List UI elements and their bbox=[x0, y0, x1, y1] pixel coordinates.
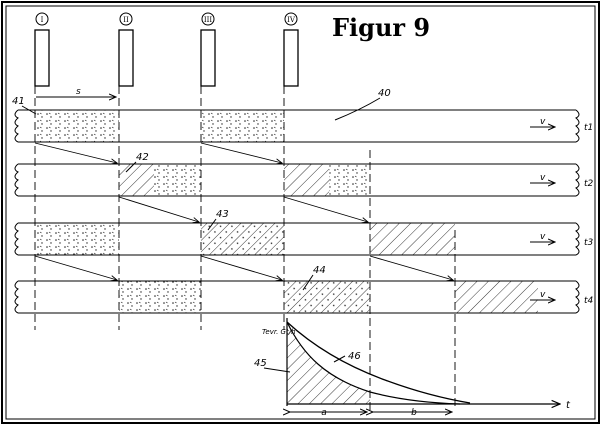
distance-label: s bbox=[76, 87, 81, 97]
lane-3-segment-3 bbox=[370, 223, 455, 255]
area-a bbox=[287, 322, 370, 404]
station-IV-label: IV bbox=[287, 16, 296, 24]
ref-46: 46 bbox=[348, 351, 361, 362]
lane-3-segment-2 bbox=[201, 223, 284, 255]
lane-1-time: t1 bbox=[584, 123, 593, 133]
station-III: III bbox=[200, 12, 216, 87]
lane-1: v t1 bbox=[14, 109, 593, 143]
lane-1-segment-1 bbox=[35, 110, 119, 142]
lane-4: v t4 bbox=[14, 280, 594, 314]
inner-border bbox=[5, 5, 596, 420]
segment-b-label: b bbox=[411, 408, 417, 418]
lane-2-segment-1a bbox=[119, 164, 154, 196]
station-II-label: II bbox=[123, 16, 129, 24]
curve-46 bbox=[286, 321, 471, 404]
lane-3-velocity: v bbox=[540, 232, 546, 242]
curve-45 bbox=[286, 321, 461, 405]
lane-4-velocity: v bbox=[540, 290, 546, 300]
lane-2-velocity: v bbox=[540, 173, 546, 183]
ref-45: 45 bbox=[254, 358, 267, 369]
station-II: II bbox=[118, 12, 134, 87]
lane-4-segment-1 bbox=[119, 281, 201, 313]
ref-40: 40 bbox=[378, 88, 391, 99]
lane-1-velocity: v bbox=[540, 117, 546, 127]
x-axis-label: t bbox=[566, 400, 571, 411]
lane-3-segment-1 bbox=[35, 223, 119, 255]
lane-2-segment-2a bbox=[284, 164, 329, 196]
ref-44: 44 bbox=[313, 265, 326, 276]
lane-4-segment-3 bbox=[455, 281, 538, 313]
y-axis-label: Tevr. Gt/h bbox=[262, 328, 296, 336]
lane-2-time: t2 bbox=[584, 179, 594, 189]
transfer-arrows bbox=[34, 142, 453, 280]
lane-3-time: t3 bbox=[584, 238, 594, 248]
decay-graph: Tevr. Gt/h t 45 46 a b bbox=[254, 318, 571, 418]
ref-41: 41 bbox=[12, 96, 25, 107]
lane-4-segment-2 bbox=[284, 281, 370, 313]
ref-42: 42 bbox=[136, 152, 149, 163]
ref-43: 43 bbox=[216, 209, 229, 220]
station-IV: IV bbox=[283, 12, 299, 87]
station-III-label: III bbox=[204, 16, 213, 24]
segment-a-label: a bbox=[321, 408, 327, 418]
figure-title: Figur 9 bbox=[332, 13, 430, 42]
station-I-label: I bbox=[41, 16, 44, 24]
lane-1-segment-2 bbox=[201, 110, 284, 142]
lane-4-time: t4 bbox=[584, 296, 594, 306]
lane-3: v t3 bbox=[14, 222, 594, 256]
lane-2-segment-2b bbox=[329, 164, 370, 196]
lane-2-segment-1b bbox=[154, 164, 201, 196]
station-I: I bbox=[34, 12, 50, 87]
